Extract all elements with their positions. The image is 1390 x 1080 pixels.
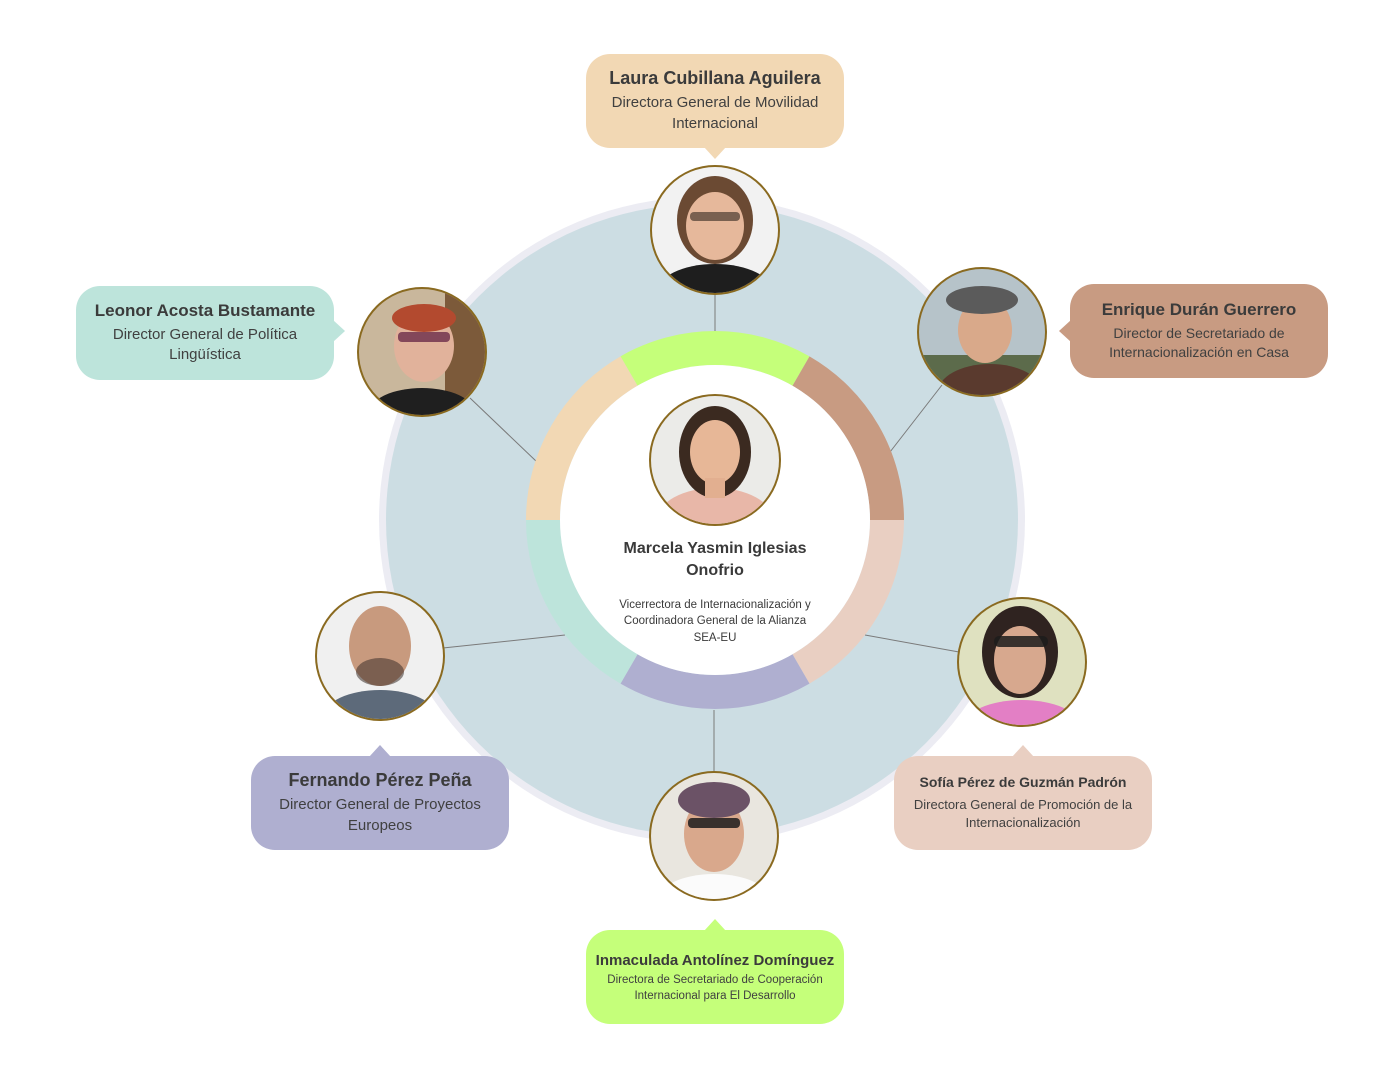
ring-segment-inmaculada — [620, 331, 810, 386]
center-name: Marcela Yasmin Iglesias Onofrio — [623, 540, 807, 580]
center-photo — [649, 394, 781, 526]
member-role: Directora de Secretariado de Cooperación… — [607, 973, 823, 1002]
member-name: Fernando Pérez Peña — [288, 770, 472, 791]
member-name: Laura Cubillana Aguilera — [609, 68, 821, 89]
ring-segment-sofia — [792, 520, 904, 684]
member-role: Directora General de Promoción de la Int… — [913, 797, 1133, 830]
bubble-leonor: Leonor Acosta Bustamante Director Genera… — [76, 286, 345, 380]
bubble-enrique: Enrique Durán Guerrero Director de Secre… — [1059, 284, 1328, 378]
photo-inmaculada — [649, 771, 779, 901]
center-person: Marcela Yasmin Iglesias Onofrio Vicerrec… — [610, 538, 820, 647]
ring-segment-fernando — [620, 654, 810, 709]
connector-fernando — [442, 634, 566, 649]
ring-segment-enrique — [792, 356, 904, 520]
member-role: Director General de Política Lingüística — [112, 325, 298, 363]
member-role: Directora General de Movilidad Internaci… — [611, 94, 819, 132]
member-name: Leonor Acosta Bustamante — [94, 300, 316, 320]
bubble-laura: Laura Cubillana Aguilera Directora Gener… — [586, 54, 844, 159]
photo-sofia — [957, 597, 1087, 727]
photo-laura — [650, 165, 780, 295]
ring-segment-laura — [526, 356, 638, 520]
member-name: Sofía Pérez de Guzmán Padrón — [919, 774, 1127, 791]
photo-leonor — [357, 287, 487, 417]
connector-sofia — [864, 634, 960, 653]
photo-enrique — [917, 267, 1047, 397]
center-role: Vicerrectora de Internacionalización y C… — [619, 598, 811, 645]
connector-enrique — [889, 384, 943, 453]
connector-lines — [442, 293, 960, 773]
color-ring — [526, 331, 904, 709]
photo-fernando — [315, 591, 445, 721]
member-name: Inmaculada Antolínez Domínguez — [595, 951, 835, 969]
member-name: Enrique Durán Guerrero — [1101, 300, 1297, 320]
bubble-inmaculada: Inmaculada Antolínez Domínguez Directora… — [586, 919, 844, 1024]
ring-segment-leonor — [526, 520, 638, 684]
member-role: Director General de Proyectos Europeos — [279, 796, 481, 834]
bubble-sofia: Sofía Pérez de Guzmán Padrón Directora G… — [894, 745, 1152, 850]
connector-leonor — [469, 397, 538, 463]
member-role: Director de Secretariado de Internaciona… — [1109, 325, 1289, 360]
bubble-fernando: Fernando Pérez Peña Director General de … — [251, 745, 509, 850]
